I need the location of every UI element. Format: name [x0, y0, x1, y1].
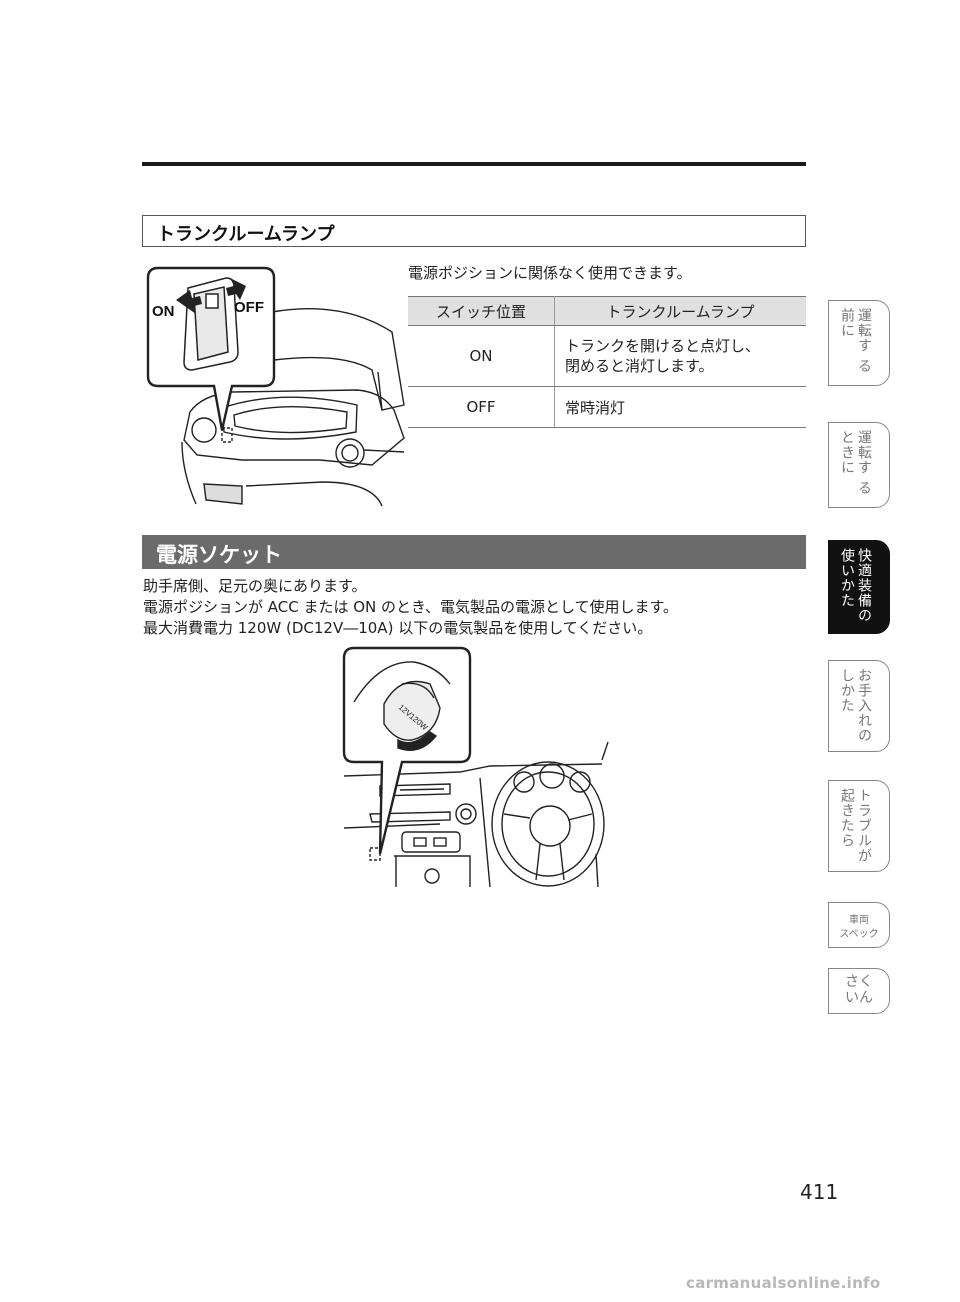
page-number: 411: [800, 1180, 839, 1204]
table-row: ON トランクを開けると点灯し、 閉めると消灯します。: [408, 325, 806, 387]
table-cell-desc: トランクを開けると点灯し、 閉めると消灯します。: [554, 325, 806, 387]
tab-while-driving[interactable]: 運転す る ときに: [828, 422, 890, 508]
tab-label: さく: [845, 974, 873, 990]
tab-specifications[interactable]: 車両 スペック: [828, 902, 890, 948]
tab-label: 起きたら: [839, 788, 855, 848]
top-rule: [142, 162, 806, 166]
section-title: 電源ソケット: [156, 543, 282, 567]
body-line: 最大消費電力 120W (DC12V―10A) 以下の電気製品を使用してください…: [143, 619, 653, 637]
desc-line: トランクを開けると点灯し、: [565, 337, 761, 355]
tab-before-driving[interactable]: 運転す る 前に: [828, 300, 890, 386]
tab-label: トラブルが: [856, 788, 872, 863]
tab-label: ときに: [839, 430, 855, 475]
section-heading-trunk-lamp: トランクルームランプ: [142, 215, 806, 247]
desc-line: 閉めると消灯します。: [565, 357, 714, 375]
watermark: carmanualsonline.info: [686, 1274, 881, 1292]
body-line: 助手席側、足元の奥にあります。: [143, 577, 367, 595]
switch-table: スイッチ位置 トランクルームランプ ON トランクを開けると点灯し、 閉めると消…: [408, 296, 806, 428]
tab-trouble[interactable]: トラブルが 起きたら: [828, 780, 890, 872]
tab-label: 車両: [849, 915, 869, 926]
power-socket-text: 助手席側、足元の奥にあります。 電源ポジションが ACC または ON のとき、…: [143, 576, 678, 639]
tab-label: 使いかた: [839, 548, 855, 608]
tab-maintenance[interactable]: お手入れの しかた: [828, 660, 890, 752]
table-row: OFF 常時消灯: [408, 386, 806, 428]
tab-label: しかた: [839, 668, 855, 713]
table-cell-position: ON: [408, 325, 555, 387]
on-label: ON: [152, 303, 175, 320]
tab-label: スペック: [839, 929, 879, 940]
tab-label: 前に: [839, 308, 855, 338]
table-header-lamp: トランクルームランプ: [554, 296, 806, 326]
tab-label: いん: [845, 990, 873, 1006]
tab-label: 快適装備の: [856, 548, 872, 623]
trunk-lamp-illustration: ON OFF: [146, 266, 405, 507]
body-line: 電源ポジションが ACC または ON のとき、電気製品の電源として使用します。: [143, 598, 679, 616]
table-cell-position: OFF: [408, 386, 555, 428]
section-title: トランクルームランプ: [157, 224, 335, 245]
off-label: OFF: [234, 299, 264, 316]
table-header-switch: スイッチ位置: [408, 296, 555, 326]
tab-comfort-features[interactable]: 快適装備の 使いかた: [828, 540, 890, 634]
tab-label: 運転す る: [856, 430, 872, 496]
tab-label: 運転す る: [856, 308, 872, 374]
power-socket-illustration: 12V120W: [342, 646, 609, 888]
tab-label: お手入れの: [856, 668, 872, 743]
section-heading-power-socket: 電源ソケット: [142, 535, 806, 569]
trunk-lamp-intro: 電源ポジションに関係なく使用できます。: [408, 264, 692, 282]
tab-index[interactable]: さく いん: [828, 968, 890, 1014]
table-cell-desc: 常時消灯: [554, 386, 806, 428]
